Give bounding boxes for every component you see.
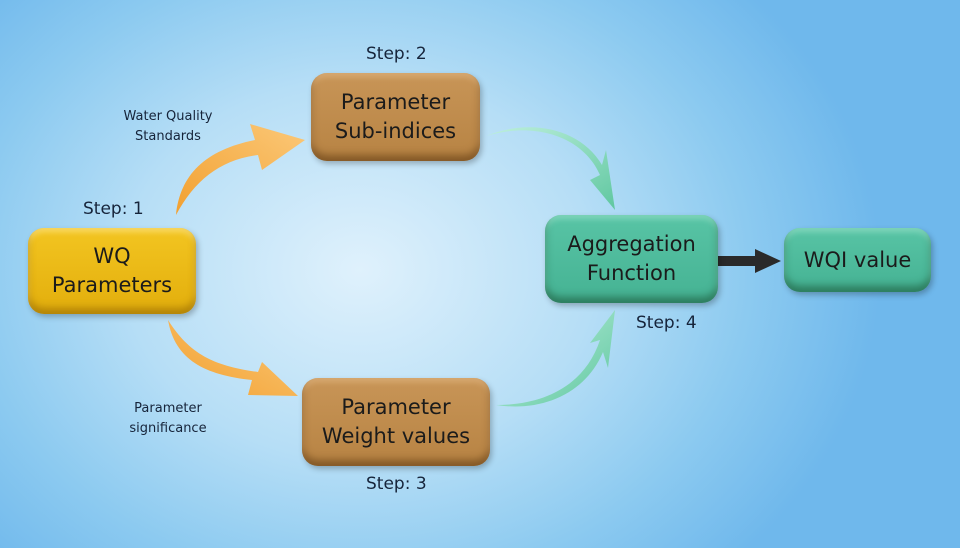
node-line: Aggregation [567,232,696,256]
node-line: Sub-indices [334,119,457,143]
arrow-aggregation-to-wqi-head [755,249,781,273]
note-line: Parameter [134,401,202,416]
node-line: Parameter [341,395,451,419]
arrow-wq-to-subindices [176,124,305,215]
node-line: Function [586,261,677,285]
step-4-label: Step: 4 [636,313,697,333]
wq-parameters-node[interactable]: WQ Parameters [28,228,196,314]
arrow-subindices-to-aggregation [486,127,615,210]
node-line: Weight values [321,424,471,448]
note-line: Standards [135,129,201,144]
wqi-value-node[interactable]: WQI value [784,228,931,292]
step-2-label: Step: 2 [366,44,427,64]
note-line: Water Quality [123,109,213,124]
node-line: WQ [93,244,131,268]
node-line: WQI value [803,247,912,272]
arrow-aggregation-to-wqi-shaft [718,256,756,266]
edge-label-parameter-significance: Parameter significance [108,399,228,439]
note-line: significance [129,421,207,436]
step-3-label: Step: 3 [366,474,427,494]
arrow-wq-to-weight [168,320,298,396]
arrow-weight-to-aggregation [496,310,615,407]
edge-label-water-quality-standards: Water Quality Standards [108,107,228,147]
node-line: Parameter [340,90,451,114]
step-1-label: Step: 1 [83,199,144,219]
node-line: Parameters [51,273,173,297]
